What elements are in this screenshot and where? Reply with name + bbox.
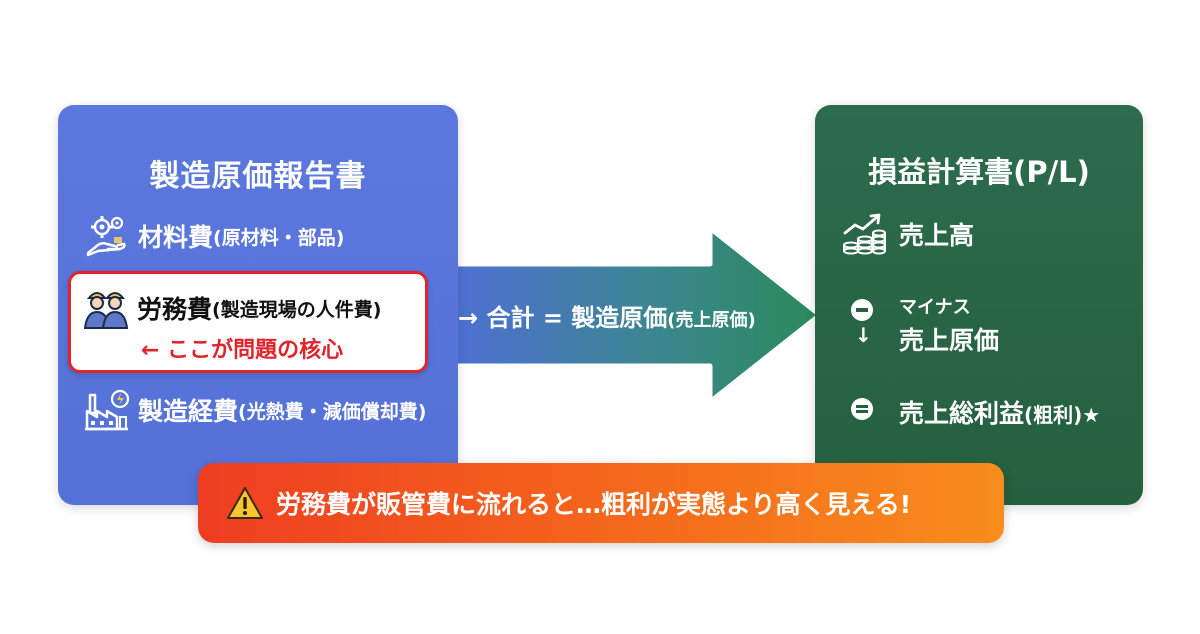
labor-cost-label: 労務費 bbox=[137, 295, 213, 324]
workers-icon bbox=[83, 292, 129, 329]
arrow-main-text: → 合計 = 製造原価 bbox=[458, 304, 668, 332]
gears-hand-icon bbox=[86, 216, 126, 257]
arrow-sub-text: (売上原価) bbox=[667, 310, 756, 331]
gross-profit-label: 売上総利益(粗利)★ bbox=[899, 394, 1100, 430]
material-cost-label: 材料費 bbox=[138, 223, 214, 252]
down-arrow-icon: ↓ bbox=[855, 323, 872, 347]
equal-icon bbox=[851, 398, 873, 420]
minus-label: マイナス bbox=[899, 297, 971, 318]
gross-profit-sub: (粗利)★ bbox=[1024, 403, 1101, 427]
coins-growth-icon bbox=[843, 213, 886, 255]
labor-cost-highlight: 労務費 (製造現場の人件費) ← ここが問題の核心 bbox=[68, 271, 428, 373]
sales-item: 売上高 bbox=[841, 211, 974, 257]
warning-text: 労務費が販管費に流れると…粗利が実態より高く見える! bbox=[276, 490, 912, 519]
income-statement-panel: 損益計算書(P/L) bbox=[815, 105, 1143, 505]
cost-of-sales-label: 売上原価 bbox=[899, 326, 1000, 355]
labor-cost-detail: (製造現場の人件費) bbox=[212, 298, 382, 321]
total-manufacturing-cost-label: → 合計 = 製造原価(売上原価) bbox=[458, 298, 798, 333]
factory-icon bbox=[85, 389, 130, 431]
income-statement-title: 損益計算書(P/L) bbox=[868, 155, 1090, 189]
overhead-cost-item: 製造経費 (光熱費・減価償却費) bbox=[84, 387, 426, 433]
gross-profit-main: 売上総利益 bbox=[899, 399, 1025, 428]
material-cost-item: 材料費 (原材料・部品) bbox=[84, 213, 344, 259]
overhead-cost-label: 製造経費 bbox=[138, 397, 239, 426]
sales-label: 売上高 bbox=[899, 221, 975, 250]
warning-banner: 労務費が販管費に流れると…粗利が実態より高く見える! bbox=[198, 463, 1004, 543]
flow-arrow bbox=[448, 225, 823, 405]
manufacturing-cost-report-panel: 製造原価報告書 材料費 (原材料・部品) bbox=[58, 105, 458, 505]
minus-icon bbox=[851, 299, 873, 321]
material-cost-detail: (原材料・部品) bbox=[213, 226, 345, 249]
labor-cost-item: 労務費 (製造現場の人件費) bbox=[81, 284, 381, 332]
warning-triangle-icon bbox=[227, 487, 263, 519]
manufacturing-cost-report-title: 製造原価報告書 bbox=[149, 159, 367, 194]
labor-cost-note: ← ここが問題の核心 bbox=[141, 338, 344, 363]
overhead-cost-detail: (光熱費・減価償却費) bbox=[238, 400, 427, 423]
